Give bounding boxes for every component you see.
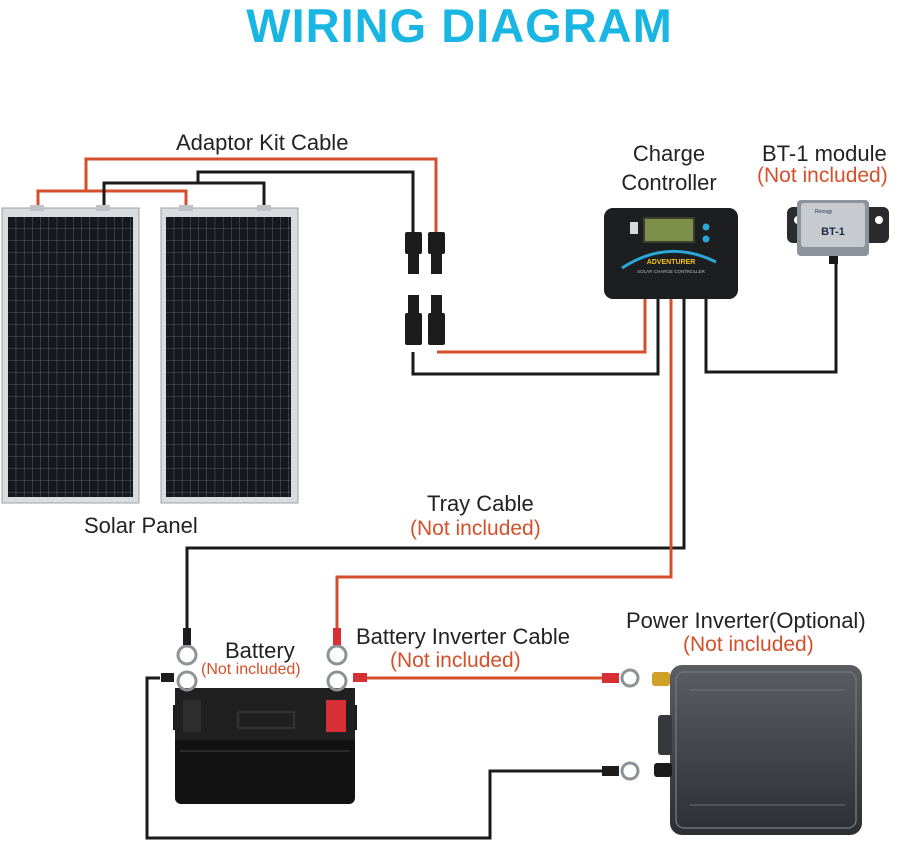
power-inverter-not-included-note: (Not included)	[683, 633, 814, 656]
tray-cable-wires	[145, 298, 686, 840]
bt1-brand-text: Renogy	[815, 209, 833, 215]
solar-panel-right	[160, 205, 299, 504]
tray-cable-not-included-note: (Not included)	[410, 517, 541, 540]
battery-inverter-not-included-note: (Not included)	[390, 649, 521, 672]
battery-inverter-cable-label: Battery Inverter Cable	[356, 624, 570, 649]
adaptor-kit-cable-label: Adaptor Kit Cable	[176, 130, 349, 155]
bt1-module-label: BT-1 module	[762, 141, 887, 166]
controller-sub-text: SOLAR CHARGE CONTROLLER	[637, 269, 706, 274]
power-inverter-label: Power Inverter(Optional)	[626, 608, 866, 633]
solar-panel-label: Solar Panel	[84, 513, 198, 538]
power-inverter-device	[652, 665, 862, 835]
tray-cable-label: Tray Cable	[427, 491, 534, 516]
bt1-not-included-note: (Not included)	[757, 164, 888, 187]
bt1-module-device: Renogy BT-1	[787, 200, 889, 264]
battery-device	[173, 688, 357, 804]
solar-panel-left	[1, 205, 140, 504]
battery-label: Battery	[225, 638, 295, 663]
diagram-title: WIRING DIAGRAM	[246, 0, 673, 52]
adaptor-kit-wires	[36, 157, 838, 376]
ring-terminals	[161, 628, 640, 781]
bt1-name-text: BT-1	[821, 226, 845, 238]
mc4-connectors	[405, 232, 445, 345]
charge-controller-device: ADVENTURER SOLAR CHARGE CONTROLLER	[604, 208, 738, 299]
battery-not-included-note: (Not included)	[201, 661, 301, 678]
controller-brand-text: ADVENTURER	[647, 259, 696, 266]
charge-controller-label: Charge Controller	[621, 141, 717, 195]
